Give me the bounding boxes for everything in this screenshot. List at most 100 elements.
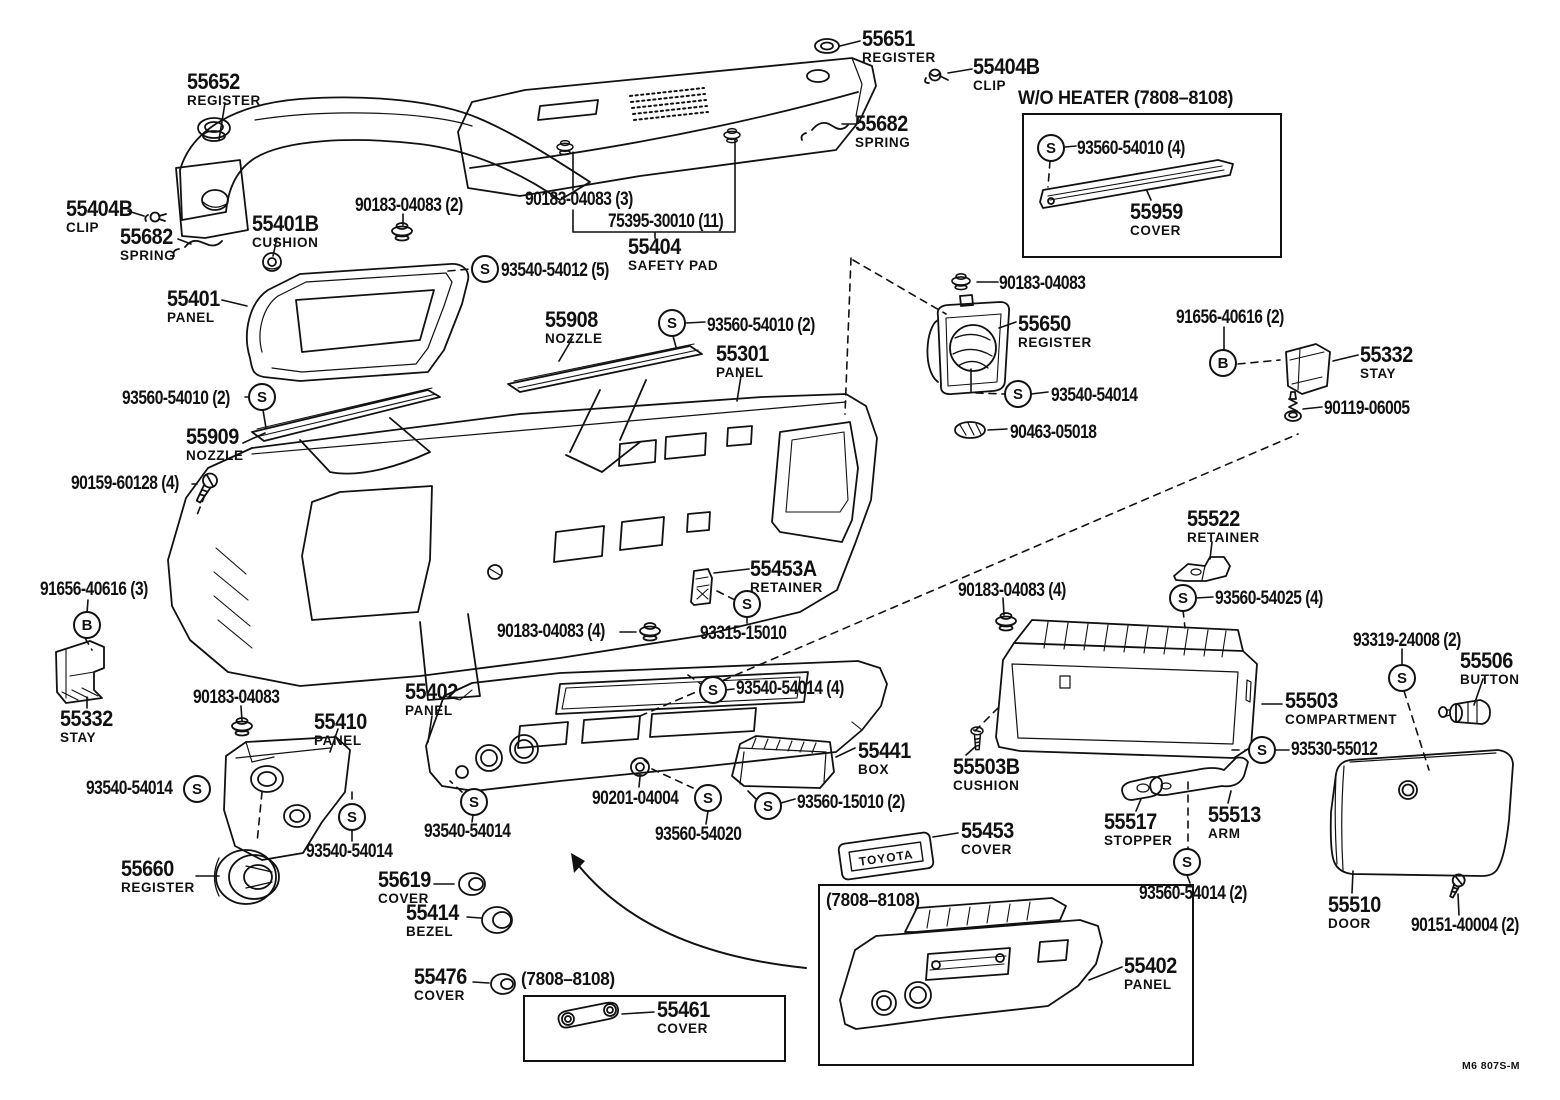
- b-marker-icon-16: B: [1209, 349, 1237, 377]
- wo-heater-box-heading: W/O HEATER (7808–8108): [1018, 88, 1234, 109]
- part-number: 55301: [716, 341, 769, 366]
- part-label-93560-54010-2-center: 93560-54010 (2): [707, 316, 839, 336]
- compartment-55503-drawing: [995, 619, 1258, 759]
- door-55510-drawing: [1329, 749, 1514, 877]
- box-55441-drawing: [731, 735, 835, 789]
- part-number: 55510: [1328, 892, 1381, 917]
- b-marker-icon-17: B: [73, 611, 101, 639]
- part-number: 93560-54010 (4): [1077, 138, 1185, 159]
- washer-90201-icon: [630, 757, 650, 777]
- part-number: 55959: [1130, 199, 1183, 224]
- nozzle-55909-drawing: [251, 387, 441, 475]
- part-description: STOPPER: [1104, 832, 1173, 848]
- part-description: COVER: [657, 1020, 709, 1036]
- s-marker-icon-10: S: [183, 775, 211, 803]
- part-label-93540-54014-4: 93540-54014 (4): [736, 679, 868, 699]
- part-number: 90119-06005: [1324, 398, 1410, 419]
- part-number: 55476: [414, 964, 467, 989]
- part-number: 55503B: [953, 754, 1020, 779]
- stay-55332-left-drawing: [55, 640, 105, 704]
- part-description: RETAINER: [750, 579, 823, 595]
- part-label-90463-05018: 90463-05018: [1010, 423, 1115, 443]
- part-label-93540-54014-register: 93540-54014: [1051, 386, 1156, 406]
- part-number: 93560-15010 (2): [797, 792, 905, 813]
- part-number: 55619: [378, 867, 431, 892]
- part-number: 75395-30010 (11): [608, 211, 724, 232]
- part-label-90183-04083-register: 90183-04083: [999, 274, 1104, 294]
- clip-55404b-top-icon: [924, 68, 949, 84]
- part-number: 55401: [167, 286, 220, 311]
- part-label-91656-40616-2: 91656-40616 (2): [1176, 308, 1308, 328]
- part-number: 55453: [961, 818, 1014, 843]
- part-number: 55682: [120, 224, 173, 249]
- screw-90119-icon: [1284, 391, 1302, 422]
- part-description: REGISTER: [1018, 334, 1092, 350]
- cluster-hood-drawing: [175, 96, 591, 239]
- register-55650-drawing: [926, 294, 1010, 395]
- part-description: NOZZLE: [186, 447, 244, 463]
- part-number: 55453A: [750, 556, 817, 581]
- part-label-93540-54012-5: 93540-54012 (5): [501, 261, 633, 281]
- part-label-90183-04083-3: 90183-04083 (3): [525, 190, 657, 210]
- part-description: REGISTER: [121, 879, 195, 895]
- part-number: 93560-54010 (2): [122, 388, 230, 409]
- part-description: SPRING: [855, 134, 911, 150]
- spring-55682-right-icon: [800, 121, 849, 141]
- bracket-panel-55410-drawing: [223, 736, 351, 861]
- s-marker-icon-9: S: [1248, 736, 1276, 764]
- spring-55682-left-icon: [172, 239, 223, 257]
- part-label-90151-40004-2: 90151-40004 (2): [1411, 916, 1543, 936]
- part-number: 55517: [1104, 809, 1157, 834]
- part-label-75395-30010-11: 75395-30010 (11): [608, 212, 748, 232]
- dashed-lines: [84, 160, 1430, 850]
- part-number: 93540-54014: [306, 841, 393, 862]
- s-marker-icon-1: S: [471, 255, 499, 283]
- part-number: 90183-04083 (4): [958, 580, 1066, 601]
- part-label-93560-54010-2-left: 93560-54010 (2): [122, 389, 254, 409]
- toyota-plate-55453-drawing: TOYOTA: [837, 831, 935, 881]
- part-description: SPRING: [120, 247, 176, 263]
- s-marker-icon-15: S: [1173, 848, 1201, 876]
- late-range-panel-box-heading: (7808–8108): [826, 890, 920, 910]
- instrument-panel-55301-drawing: [167, 393, 878, 701]
- part-number: 55404B: [66, 196, 133, 221]
- part-label-93319-24008-2: 93319-24008 (2): [1353, 631, 1485, 651]
- part-description: CUSHION: [953, 777, 1020, 793]
- part-label-93560-54020: 93560-54020: [655, 825, 760, 845]
- part-description: BOX: [858, 761, 890, 777]
- part-number: 90201-04004: [592, 788, 679, 809]
- nozzle-55908-drawing: [507, 343, 703, 473]
- part-number: 93540-54012 (5): [501, 260, 609, 281]
- s-marker-icon-6: S: [699, 676, 727, 704]
- part-description: COMPARTMENT: [1285, 711, 1398, 727]
- part-description: CLIP: [66, 219, 100, 235]
- part-number: 93560-54020: [655, 824, 742, 845]
- part-number: 90463-05018: [1010, 422, 1097, 443]
- part-number: 55402: [1124, 953, 1177, 978]
- leader-lines: [86, 40, 1484, 1015]
- s-marker-icon-8: S: [1388, 664, 1416, 692]
- part-number: 55651: [862, 26, 915, 51]
- part-number: 55908: [545, 307, 598, 332]
- retainer-55522-icon: [1173, 556, 1231, 582]
- part-number: 55513: [1208, 802, 1261, 827]
- part-description: RETAINER: [1187, 529, 1260, 545]
- part-number: 91656-40616 (2): [1176, 307, 1284, 328]
- part-description: PANEL: [167, 309, 215, 325]
- part-label-91656-40616-3: 91656-40616 (3): [40, 580, 172, 600]
- part-number: 90159-60128 (4): [71, 473, 179, 494]
- part-description: SAFETY PAD: [628, 257, 719, 273]
